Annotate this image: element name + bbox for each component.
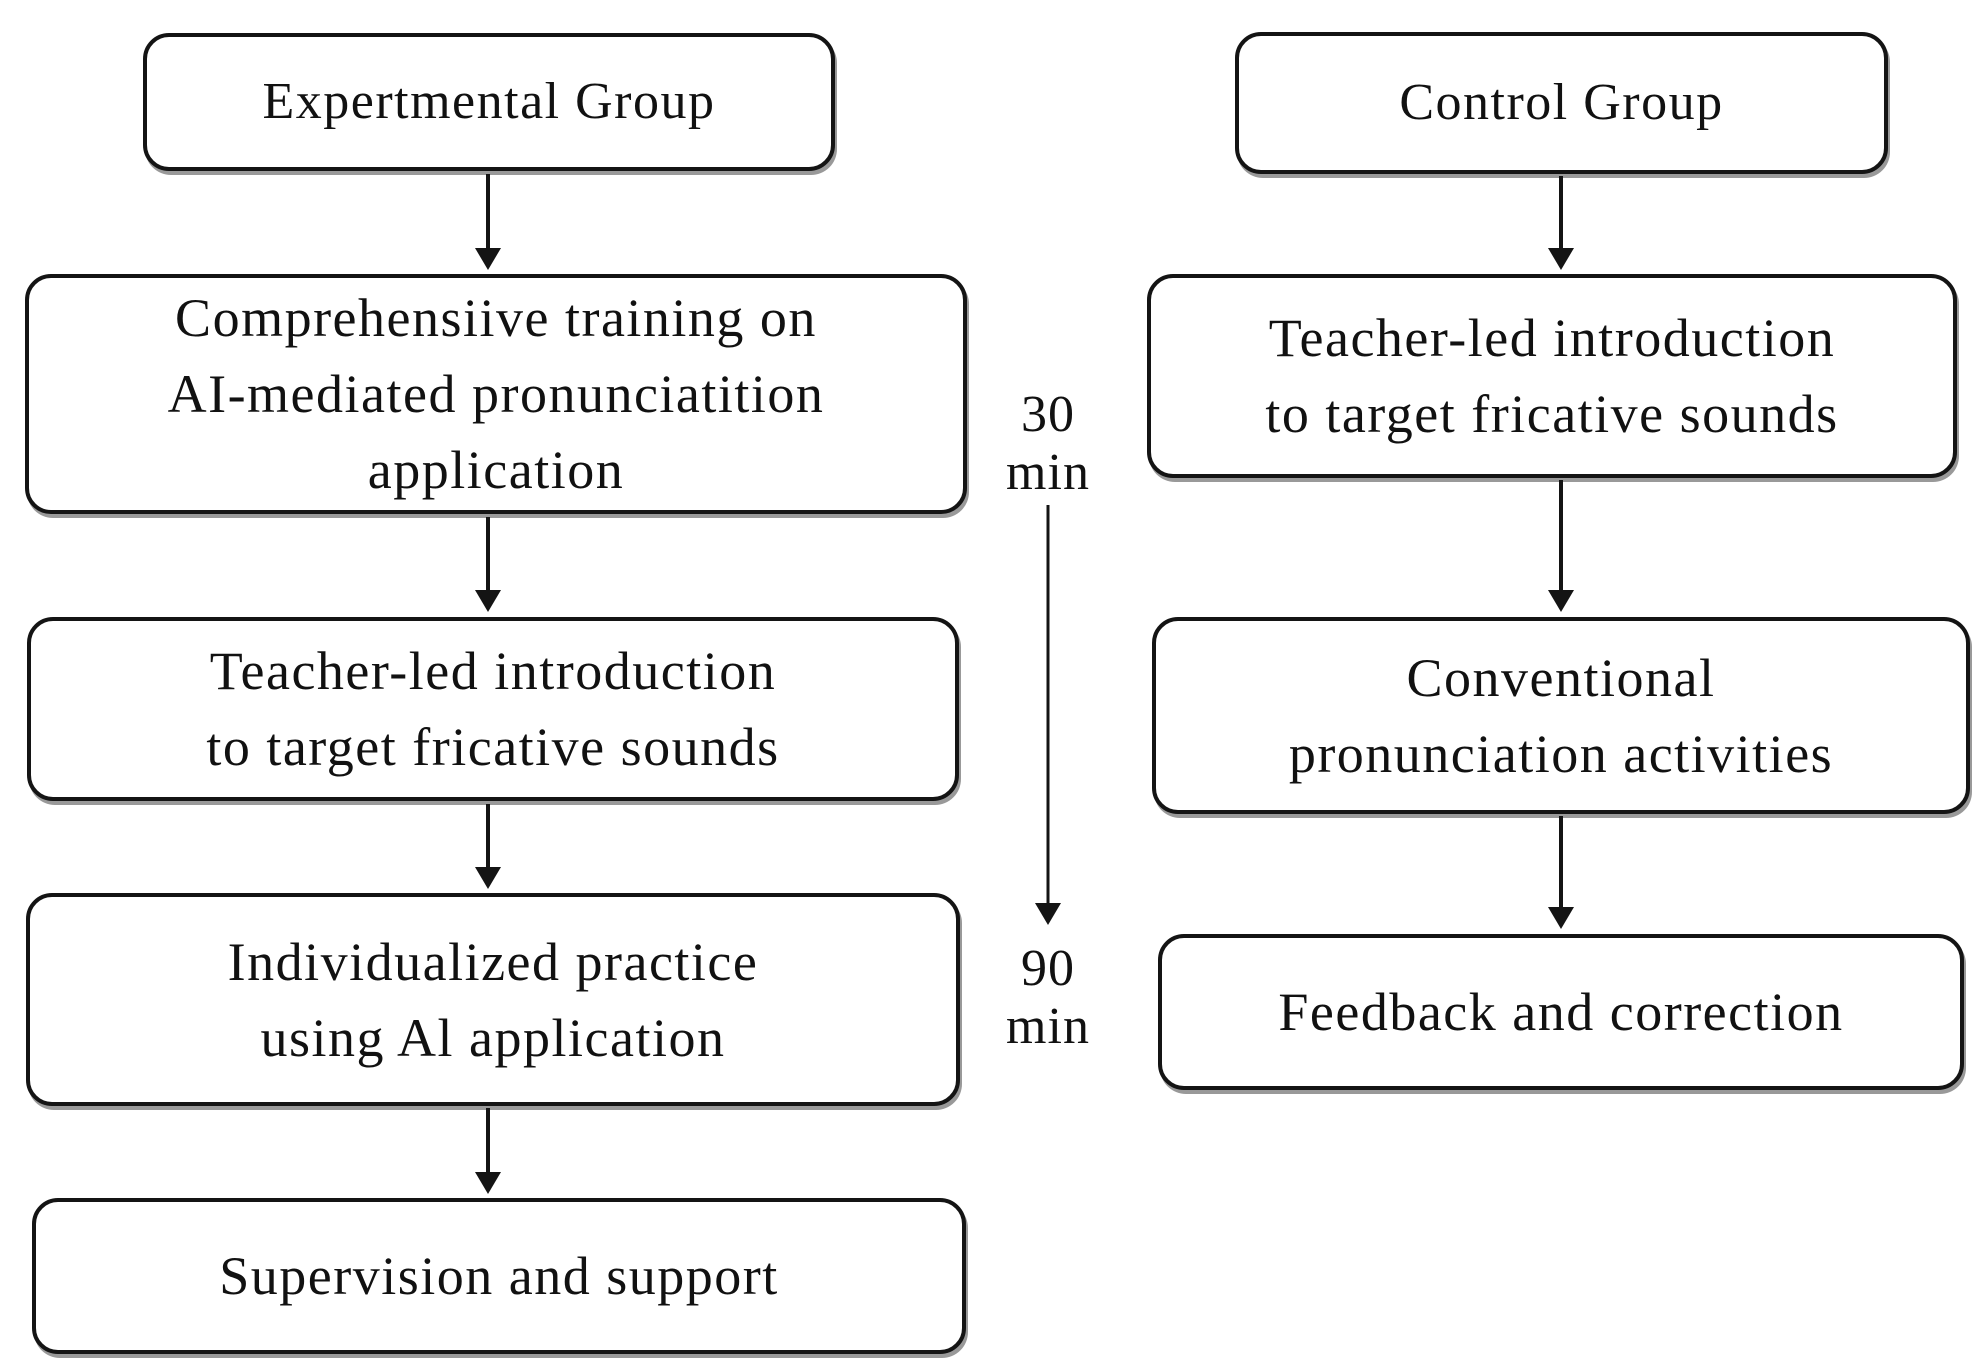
teacher-led-introduction-box-right: Teacher-led introduction to target frica… [1147,274,1957,478]
arrow-head [1548,907,1574,929]
down-arrow [1548,480,1574,612]
box-text-line: Comprehensiive training on [175,288,817,348]
box-text-line: Expertmental Group [262,73,716,130]
feedback-correction-box: Feedback and correction [1158,934,1964,1090]
box-text-line: Control Group [1399,74,1724,131]
box-text-line: using Al application [260,1007,726,1068]
box-text-line: Supervision and support [219,1246,779,1306]
duration-unit: min [1006,444,1090,501]
arrow-shaft [486,804,490,871]
down-arrow [1548,176,1574,270]
arrow-head [1548,590,1574,612]
conventional-activities-box: Conventional pronunciation activities [1152,617,1970,814]
arrow-head [1035,903,1061,925]
control-group-header-box: Control Group [1235,32,1888,174]
duration-unit: min [1006,998,1090,1055]
duration-90min-label: 90 min [948,940,1148,1056]
down-arrow [475,1108,501,1194]
down-arrow [475,804,501,889]
arrow-head [475,248,501,270]
arrow-head [475,590,501,612]
arrow-shaft [1559,480,1563,594]
box-text-line: Individualized practice [227,931,759,992]
duration-30min-label: 30 min [948,386,1148,502]
arrow-head [1548,248,1574,270]
box-text-line: pronunciation activities [1288,723,1834,784]
experimental-group-header-box: Expertmental Group [143,33,835,171]
arrow-shaft [1559,176,1563,252]
down-arrow [475,174,501,270]
box-text-line: Teacher-led introduction [209,641,777,701]
arrow-shaft [1046,505,1050,907]
arrow-shaft [486,1108,490,1176]
duration-value: 30 [1021,386,1075,443]
arrow-shaft [1559,816,1563,911]
box-text-line: to target fricative sounds [1265,384,1839,444]
supervision-support-box: Supervision and support [32,1198,966,1354]
arrow-head [475,867,501,889]
teacher-led-introduction-box-left: Teacher-led introduction to target frica… [27,617,959,801]
individualized-practice-box: Individualized practice using Al applica… [26,893,960,1106]
session-duration-arrow [1035,505,1061,925]
arrow-shaft [486,517,490,594]
box-text-line: Feedback and correction [1278,982,1844,1042]
box-text-line: AI-mediated pronunciatition [167,364,825,424]
down-arrow [475,517,501,612]
box-text-line: application [367,440,625,500]
arrow-shaft [486,174,490,252]
box-text-line: Conventional [1406,647,1716,708]
down-arrow [1548,816,1574,929]
box-text-line: to target fricative sounds [206,717,780,777]
comprehensive-training-box: Comprehensiive training on AI-mediated p… [25,274,967,514]
duration-value: 90 [1021,940,1075,997]
arrow-head [475,1172,501,1194]
box-text-line: Teacher-led introduction [1268,308,1836,368]
